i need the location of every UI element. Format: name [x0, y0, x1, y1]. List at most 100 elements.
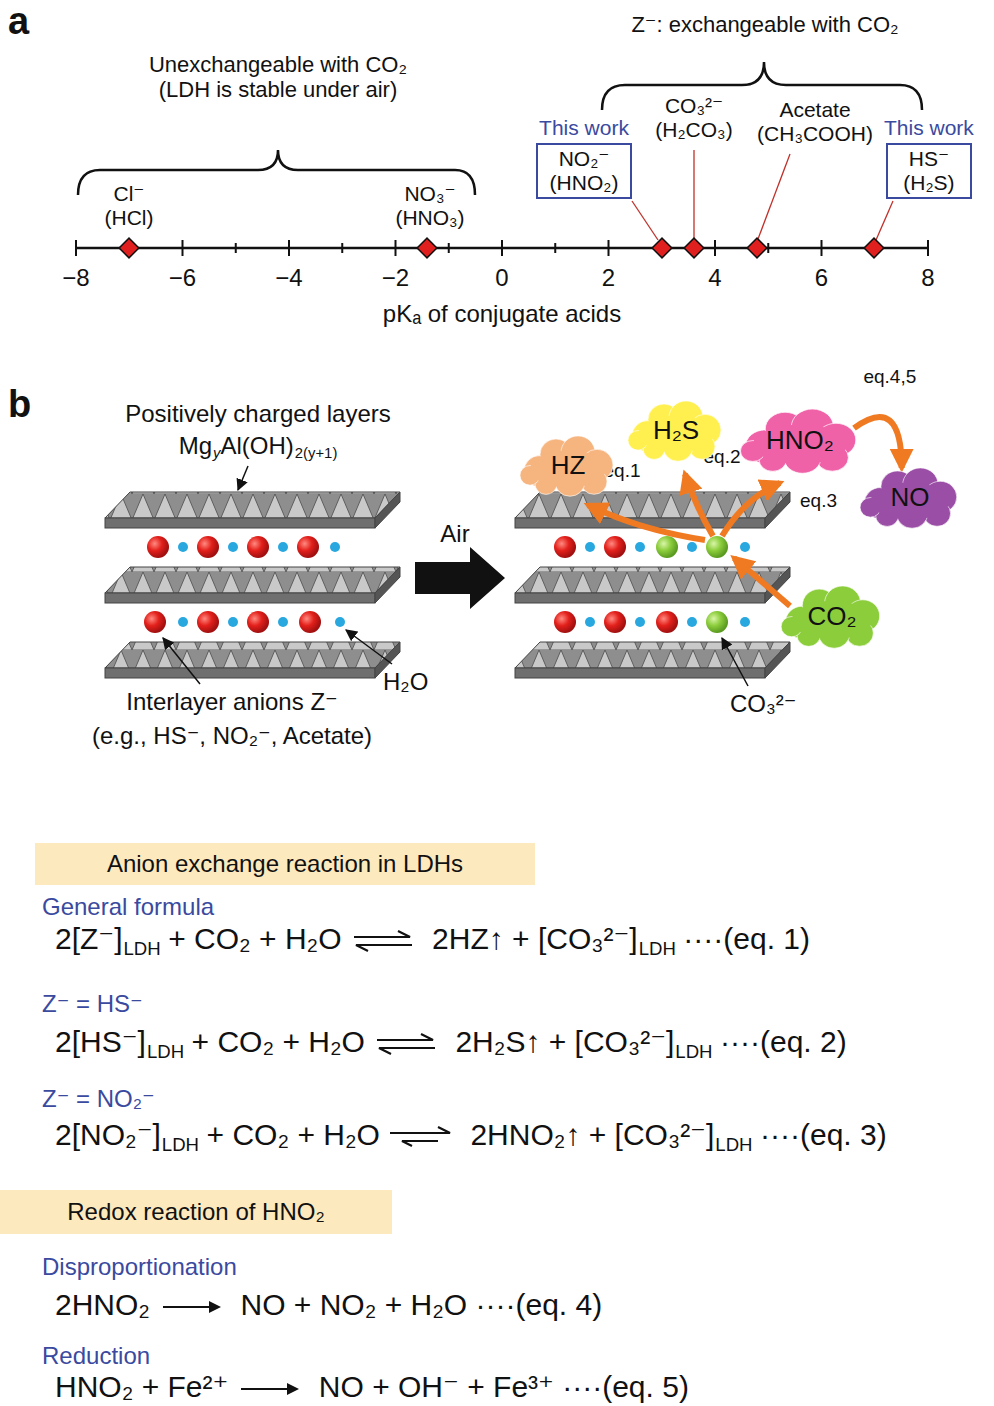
edge-label: eq.4,5: [863, 366, 916, 388]
cloud-text: HZ: [551, 450, 586, 481]
pka-axis: [76, 240, 928, 256]
drawing-part: [278, 617, 288, 627]
subscript-text: LDH: [639, 938, 676, 959]
equation-text: Mg: [179, 432, 212, 459]
cloud-text: CO₂: [807, 601, 856, 632]
equation-row: 2HNO₂NO + NO₂ + H₂O ····(eq. 4): [55, 1288, 602, 1323]
pka-markers: [119, 238, 884, 258]
drawing-part: [501, 240, 503, 256]
drawing-part: [288, 240, 290, 256]
text-label: CO₃²⁻ (H₂CO₃): [644, 94, 744, 142]
drawing-part: [693, 150, 694, 238]
leader-lines: [632, 150, 893, 240]
drawing-part: [448, 243, 450, 253]
drawing-part: [765, 642, 790, 678]
equation-text: + CO₂ + H₂O: [168, 922, 341, 955]
text-label: Air: [440, 520, 469, 548]
drawing-part: [228, 617, 238, 627]
drawing-part: [706, 536, 728, 558]
air-arrow: [415, 547, 505, 609]
drawing-part: [927, 240, 929, 256]
drawing-part: [585, 542, 595, 552]
drawing-part: [608, 240, 610, 256]
drawing-part: [297, 536, 319, 558]
drawing-part: [635, 542, 645, 552]
work-box: This workNO₂⁻ (HNO₂): [536, 116, 632, 199]
gas-cloud: HNO₂: [738, 407, 862, 473]
text-label: Unexchangeable with CO₂ (LDH is stable u…: [138, 52, 418, 103]
drawing-part: [554, 536, 576, 558]
equation-text: ····(eq. 2): [720, 1025, 847, 1058]
axis-tick-label: −6: [169, 264, 196, 292]
text-label: Z⁻ = HS⁻: [42, 990, 143, 1018]
subscript-text: LDH: [147, 1041, 184, 1062]
drawing-part: [585, 617, 595, 627]
drawing-part: [147, 536, 169, 558]
text-label: Disproportionation: [42, 1253, 237, 1281]
drawing-part: [375, 567, 400, 603]
drawing-part: [876, 201, 893, 240]
text-label: Cl⁻ (HCl): [99, 182, 159, 230]
equation-text: NO + OH⁻ + Fe³⁺ ····(eq. 5): [319, 1370, 689, 1403]
text-label: eq.3: [800, 490, 837, 512]
drawing-part: [182, 240, 184, 256]
gas-cloud: NO: [858, 466, 962, 528]
drawing-part: [417, 238, 437, 258]
drawing-part: [765, 492, 790, 528]
text-label: b: [8, 383, 31, 427]
subscript-text: 2(y+1): [295, 445, 338, 461]
text-label: (e.g., HS⁻, NO₂⁻, Acetate): [92, 722, 372, 750]
drawing-part: [554, 243, 556, 253]
drawing-part: [515, 642, 790, 668]
drawing-part: [144, 611, 166, 633]
section-band: Redox reaction of HNO₂: [0, 1190, 392, 1234]
equilibrium-arrow: [352, 929, 414, 953]
cloud-text: NO: [891, 482, 930, 513]
equation-text: + CO₂ + H₂O: [207, 1118, 380, 1151]
drawing-part: [781, 586, 880, 648]
drawing-part: [209, 1301, 221, 1313]
equation-text: HNO₂ + Fe²⁺: [55, 1370, 228, 1403]
drawing-part: [554, 611, 576, 633]
drawing-part: [228, 542, 238, 552]
drawing-part: [740, 542, 750, 552]
drawing-part: [163, 638, 200, 684]
drawing-part: [588, 505, 705, 540]
equation-text: 2H₂S↑ + [CO₃²⁻]: [455, 1025, 674, 1058]
box-text: HS⁻ (H₂S): [886, 143, 972, 199]
equation-row: 2[NO₂⁻]LDH+ CO₂ + H₂O2HNO₂↑ + [CO₃²⁻]LDH…: [55, 1118, 887, 1155]
ldh-layers: [105, 492, 790, 678]
drawing-part: [330, 542, 340, 552]
drawing-part: [604, 536, 626, 558]
drawing-part: [753, 425, 847, 465]
text-label: H₂O: [383, 668, 428, 696]
box-heading: This work: [539, 116, 629, 140]
text-label: Reduction: [42, 1342, 150, 1370]
gas-cloud: H₂S: [626, 399, 726, 461]
drawing-part: [684, 238, 704, 258]
equation-text: 2[Z⁻]: [55, 922, 123, 955]
equation-text: 2HNO₂: [55, 1288, 150, 1321]
text-label: CO₃²⁻: [730, 690, 796, 718]
subscript-text: LDH: [124, 938, 161, 959]
reaction-arrow: [161, 1295, 223, 1319]
equation-text: 2[NO₂⁻]: [55, 1118, 161, 1151]
drawing-part: [105, 642, 400, 668]
text-label: Interlayer anions Z⁻: [126, 688, 337, 716]
drawing-part: [685, 474, 713, 536]
text-label: General formula: [42, 893, 214, 921]
drawing-part: [722, 483, 780, 536]
subscript-text: LDH: [675, 1041, 712, 1062]
drawing-part: [604, 611, 626, 633]
equation-text: 2[HS⁻]: [55, 1025, 146, 1058]
drawing-part: [163, 1306, 211, 1308]
drawing-part: [105, 668, 375, 678]
drawing-part: [241, 1388, 289, 1390]
equation-row: MgyAl(OH)2(y+1): [179, 432, 338, 463]
axis-tick-label: −2: [382, 264, 409, 292]
drawing-part: [377, 1034, 433, 1040]
drawing-part: [395, 240, 397, 256]
axis-tick-label: −4: [275, 264, 302, 292]
drawing-part: [687, 542, 697, 552]
